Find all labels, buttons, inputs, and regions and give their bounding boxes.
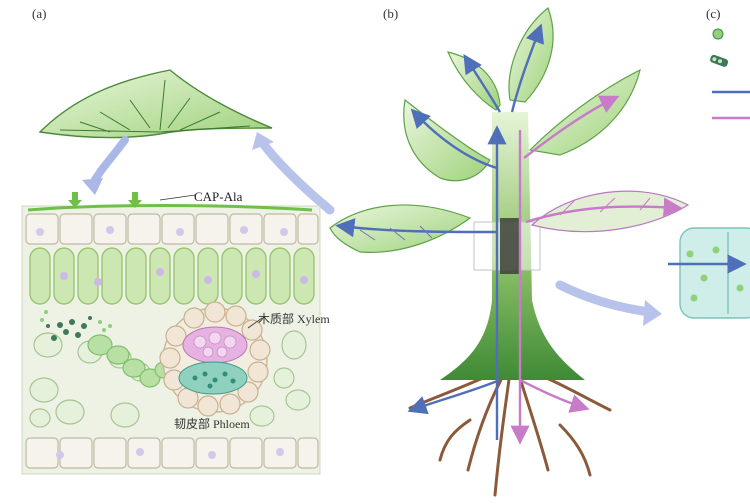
cap-ala-label: CAP-Ala [194,189,243,204]
flow-arrow-leaf-to-section [88,136,129,189]
vascular-bundle [159,301,271,417]
plant [329,7,690,497]
panel-c-legend [710,28,750,120]
leaf-top [38,69,273,139]
flow-arrow-plant-to-leaf [257,137,335,215]
panel-c-cells [668,227,750,319]
roots [408,366,612,497]
palisade-layer [29,247,315,305]
leaf-cross-section [21,192,321,475]
stoma-cluster [46,316,92,341]
panel-label-c: (c) [706,6,721,21]
xylem-transport [335,23,545,440]
legend-transporter-icon [710,54,729,67]
panel-label-a: (a) [32,6,47,21]
lower-epidermis [25,437,319,469]
xylem-label: 木质部 Xylem [258,312,330,326]
upper-epidermis [25,213,319,245]
leaf-right-lower [530,190,690,233]
loading-path-cells [87,334,174,388]
panel-label-b: (b) [383,6,399,21]
leaf-left-lower [329,204,472,253]
leaf-top-left [446,51,501,111]
flow-arrow-stem-to-cells [555,280,655,317]
legend-molecule-icon [712,28,724,40]
phloem-label: 韧皮部 Phloem [174,417,250,431]
flow-arrowhead [82,178,103,195]
